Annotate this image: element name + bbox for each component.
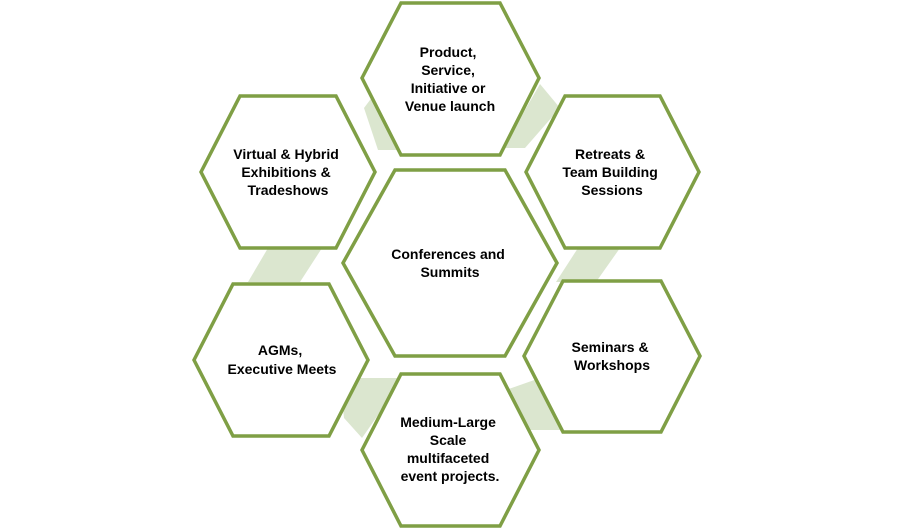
label-line: Executive Meets [228, 361, 337, 377]
hexagon-shape [360, 1, 541, 157]
label-line: Service, [421, 62, 475, 78]
label-line: multifaceted [407, 450, 489, 466]
hexagon-label: Medium-Large Scale multifaceted event pr… [400, 414, 500, 484]
label-line: Summits [420, 264, 479, 280]
hexagons: Product, Service, Initiative or Venue la… [192, 1, 702, 528]
hexagon-label: AGMs, Executive Meets [228, 342, 337, 377]
connector-left [248, 248, 322, 282]
hexagon-label: Virtual & Hybrid Exhibitions & Tradeshow… [233, 146, 342, 198]
connectors [248, 84, 620, 438]
hexagon-medium-large: Medium-Large Scale multifaceted event pr… [360, 372, 541, 528]
hexagon-product-launch: Product, Service, Initiative or Venue la… [360, 1, 541, 157]
label-line: Sessions [581, 182, 643, 198]
hexagon-center-conferences: Conferences and Summits [340, 168, 560, 358]
hexagon-seminars: Seminars & Workshops [522, 279, 702, 434]
label-line: Virtual & Hybrid [233, 146, 339, 162]
hexagon-shape [522, 279, 702, 434]
label-line: Seminars & [572, 339, 649, 355]
label-line: Medium-Large [400, 414, 496, 430]
hexagon-label: Conferences and Summits [391, 246, 508, 280]
label-line: event projects. [401, 468, 500, 484]
connector-top-right [503, 84, 560, 148]
label-line: Retreats & [575, 146, 645, 162]
hexagon-shape [360, 372, 541, 528]
hexagon-label: Seminars & Workshops [572, 339, 653, 373]
label-line: Team Building [562, 164, 657, 180]
hexagon-shape [524, 94, 701, 250]
label-line: AGMs, [258, 342, 302, 358]
hexagon-label: Retreats & Team Building Sessions [562, 146, 661, 198]
label-line: Tradeshows [248, 182, 329, 198]
label-line: Scale [430, 432, 467, 448]
hexagon-agms: AGMs, Executive Meets [192, 282, 370, 438]
label-line: Conferences and [391, 246, 505, 262]
label-line: Venue launch [405, 98, 495, 114]
connector-right [556, 248, 620, 282]
hexagon-retreats: Retreats & Team Building Sessions [524, 94, 701, 250]
label-line: Initiative or [411, 80, 486, 96]
hexagon-shape [192, 282, 370, 438]
hexagon-shape [199, 94, 377, 250]
connector-bottom-left [340, 378, 404, 438]
label-line: Workshops [574, 357, 650, 373]
hexagon-shape [340, 168, 560, 358]
label-line: Product, [420, 44, 477, 60]
label-line: Exhibitions & [241, 164, 330, 180]
hexagon-virtual-hybrid: Virtual & Hybrid Exhibitions & Tradeshow… [199, 94, 377, 250]
hexagon-label: Product, Service, Initiative or Venue la… [405, 44, 495, 114]
